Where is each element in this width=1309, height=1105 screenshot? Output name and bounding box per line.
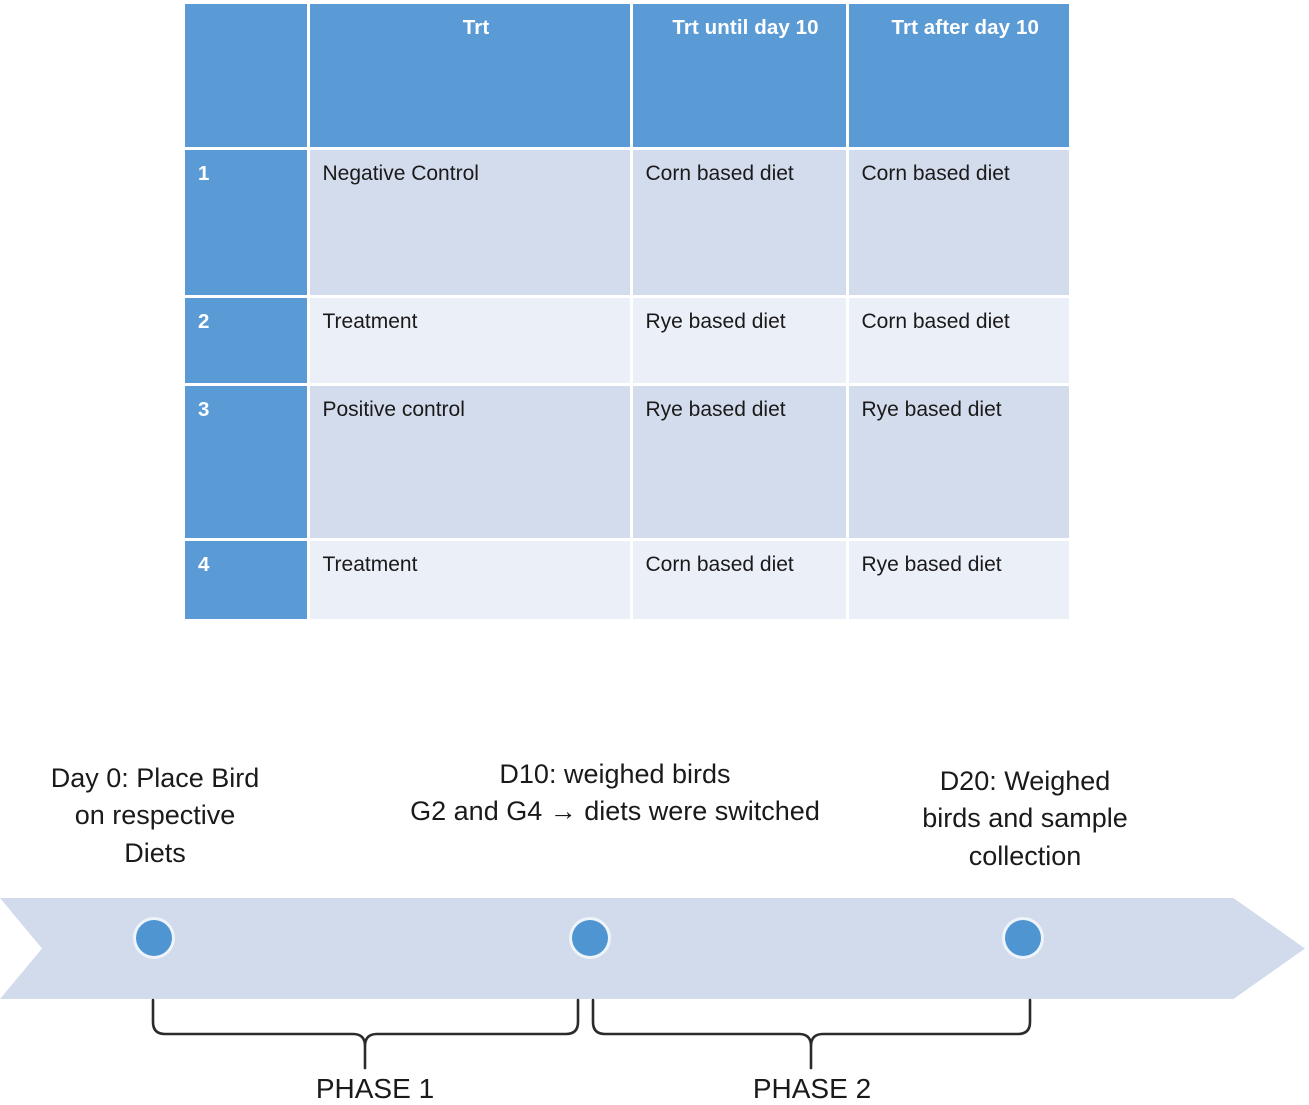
row-trt-label: Negative Control (322, 162, 479, 185)
timeline-marker-d10 (572, 920, 608, 956)
table-header: Trt Trt until day 10 Trt after day 10 (185, 4, 1069, 150)
row-after-day10-cell: Rye based diet (847, 384, 1069, 541)
row-trt-cell: Negative Control (308, 148, 633, 298)
phase-2-label: PHASE 2 (752, 1073, 872, 1104)
timeline-label-d10: D10: weighed birds G2 and G4 → diets wer… (410, 759, 820, 827)
timeline-label-d20: D20: Weighed birds and sample collection (922, 766, 1128, 871)
treatment-table: Trt Trt until day 10 Trt after day 10 1 … (185, 4, 1069, 622)
row-after-day10-label: Rye based diet (861, 553, 1002, 576)
table-row: 3 Positive control Rye based diet Rye ba… (185, 384, 1069, 541)
timeline-marker-day0 (136, 920, 172, 956)
timeline-marker-d20 (1005, 920, 1041, 956)
row-until-day10-cell: Corn based diet (631, 148, 849, 298)
column-header-number (185, 4, 310, 150)
row-until-day10-label: Corn based diet (645, 162, 794, 185)
column-header-trt-label: Trt (462, 16, 490, 39)
row-number-cell: 3 (185, 384, 310, 541)
row-until-day10-cell: Corn based diet (631, 539, 849, 622)
row-trt-label: Positive control (322, 398, 465, 421)
row-trt-cell: Treatment (308, 539, 633, 622)
column-header-trt-after-day-10-label: Trt after day 10 (891, 16, 1039, 39)
row-trt-label: Treatment (322, 553, 418, 576)
table-row: 4 Treatment Corn based diet Rye based di… (185, 539, 1069, 622)
row-number-label: 1 (198, 162, 210, 185)
phase-1-label: PHASE 1 (315, 1073, 435, 1104)
phase-2-bracket (591, 998, 1032, 1047)
row-number-cell: 2 (185, 296, 310, 386)
table-body: 1 Negative Control Corn based diet Corn … (185, 148, 1069, 622)
row-trt-label: Treatment (322, 310, 418, 333)
row-after-day10-label: Corn based diet (861, 162, 1010, 185)
row-after-day10-label: Corn based diet (861, 310, 1010, 333)
row-after-day10-cell: Corn based diet (847, 296, 1069, 386)
timeline-arrow-icon (0, 898, 1305, 999)
row-number-cell: 4 (185, 539, 310, 622)
column-header-trt-until-day-10-label: Trt until day 10 (672, 16, 819, 39)
column-header-trt-after-day-10: Trt after day 10 (847, 4, 1069, 150)
row-until-day10-label: Rye based diet (645, 398, 786, 421)
row-until-day10-label: Corn based diet (645, 553, 794, 576)
row-trt-cell: Treatment (308, 296, 633, 386)
table-header-row: Trt Trt until day 10 Trt after day 10 (185, 4, 1069, 150)
table-row: 1 Negative Control Corn based diet Corn … (185, 148, 1069, 298)
column-header-number-label (185, 4, 307, 16)
row-until-day10-cell: Rye based diet (631, 296, 849, 386)
phase-brackets (151, 998, 1032, 1070)
row-number-label: 4 (198, 553, 210, 576)
row-after-day10-cell: Corn based diet (847, 148, 1069, 298)
study-timeline: Day 0: Place Bird on respective Diets D1… (0, 740, 1309, 1104)
row-until-day10-label: Rye based diet (645, 310, 786, 333)
row-number-cell: 1 (185, 148, 310, 298)
timeline-label-day0: Day 0: Place Bird on respective Diets (50, 763, 260, 868)
row-number-label: 3 (198, 398, 210, 421)
row-number-label: 2 (198, 310, 210, 333)
column-header-trt: Trt (308, 4, 633, 150)
row-after-day10-label: Rye based diet (861, 398, 1002, 421)
row-trt-cell: Positive control (308, 384, 633, 541)
table-row: 2 Treatment Rye based diet Corn based di… (185, 296, 1069, 386)
phase-1-bracket (151, 998, 580, 1047)
column-header-trt-until-day-10: Trt until day 10 (631, 4, 849, 150)
row-until-day10-cell: Rye based diet (631, 384, 849, 541)
row-after-day10-cell: Rye based diet (847, 539, 1069, 622)
